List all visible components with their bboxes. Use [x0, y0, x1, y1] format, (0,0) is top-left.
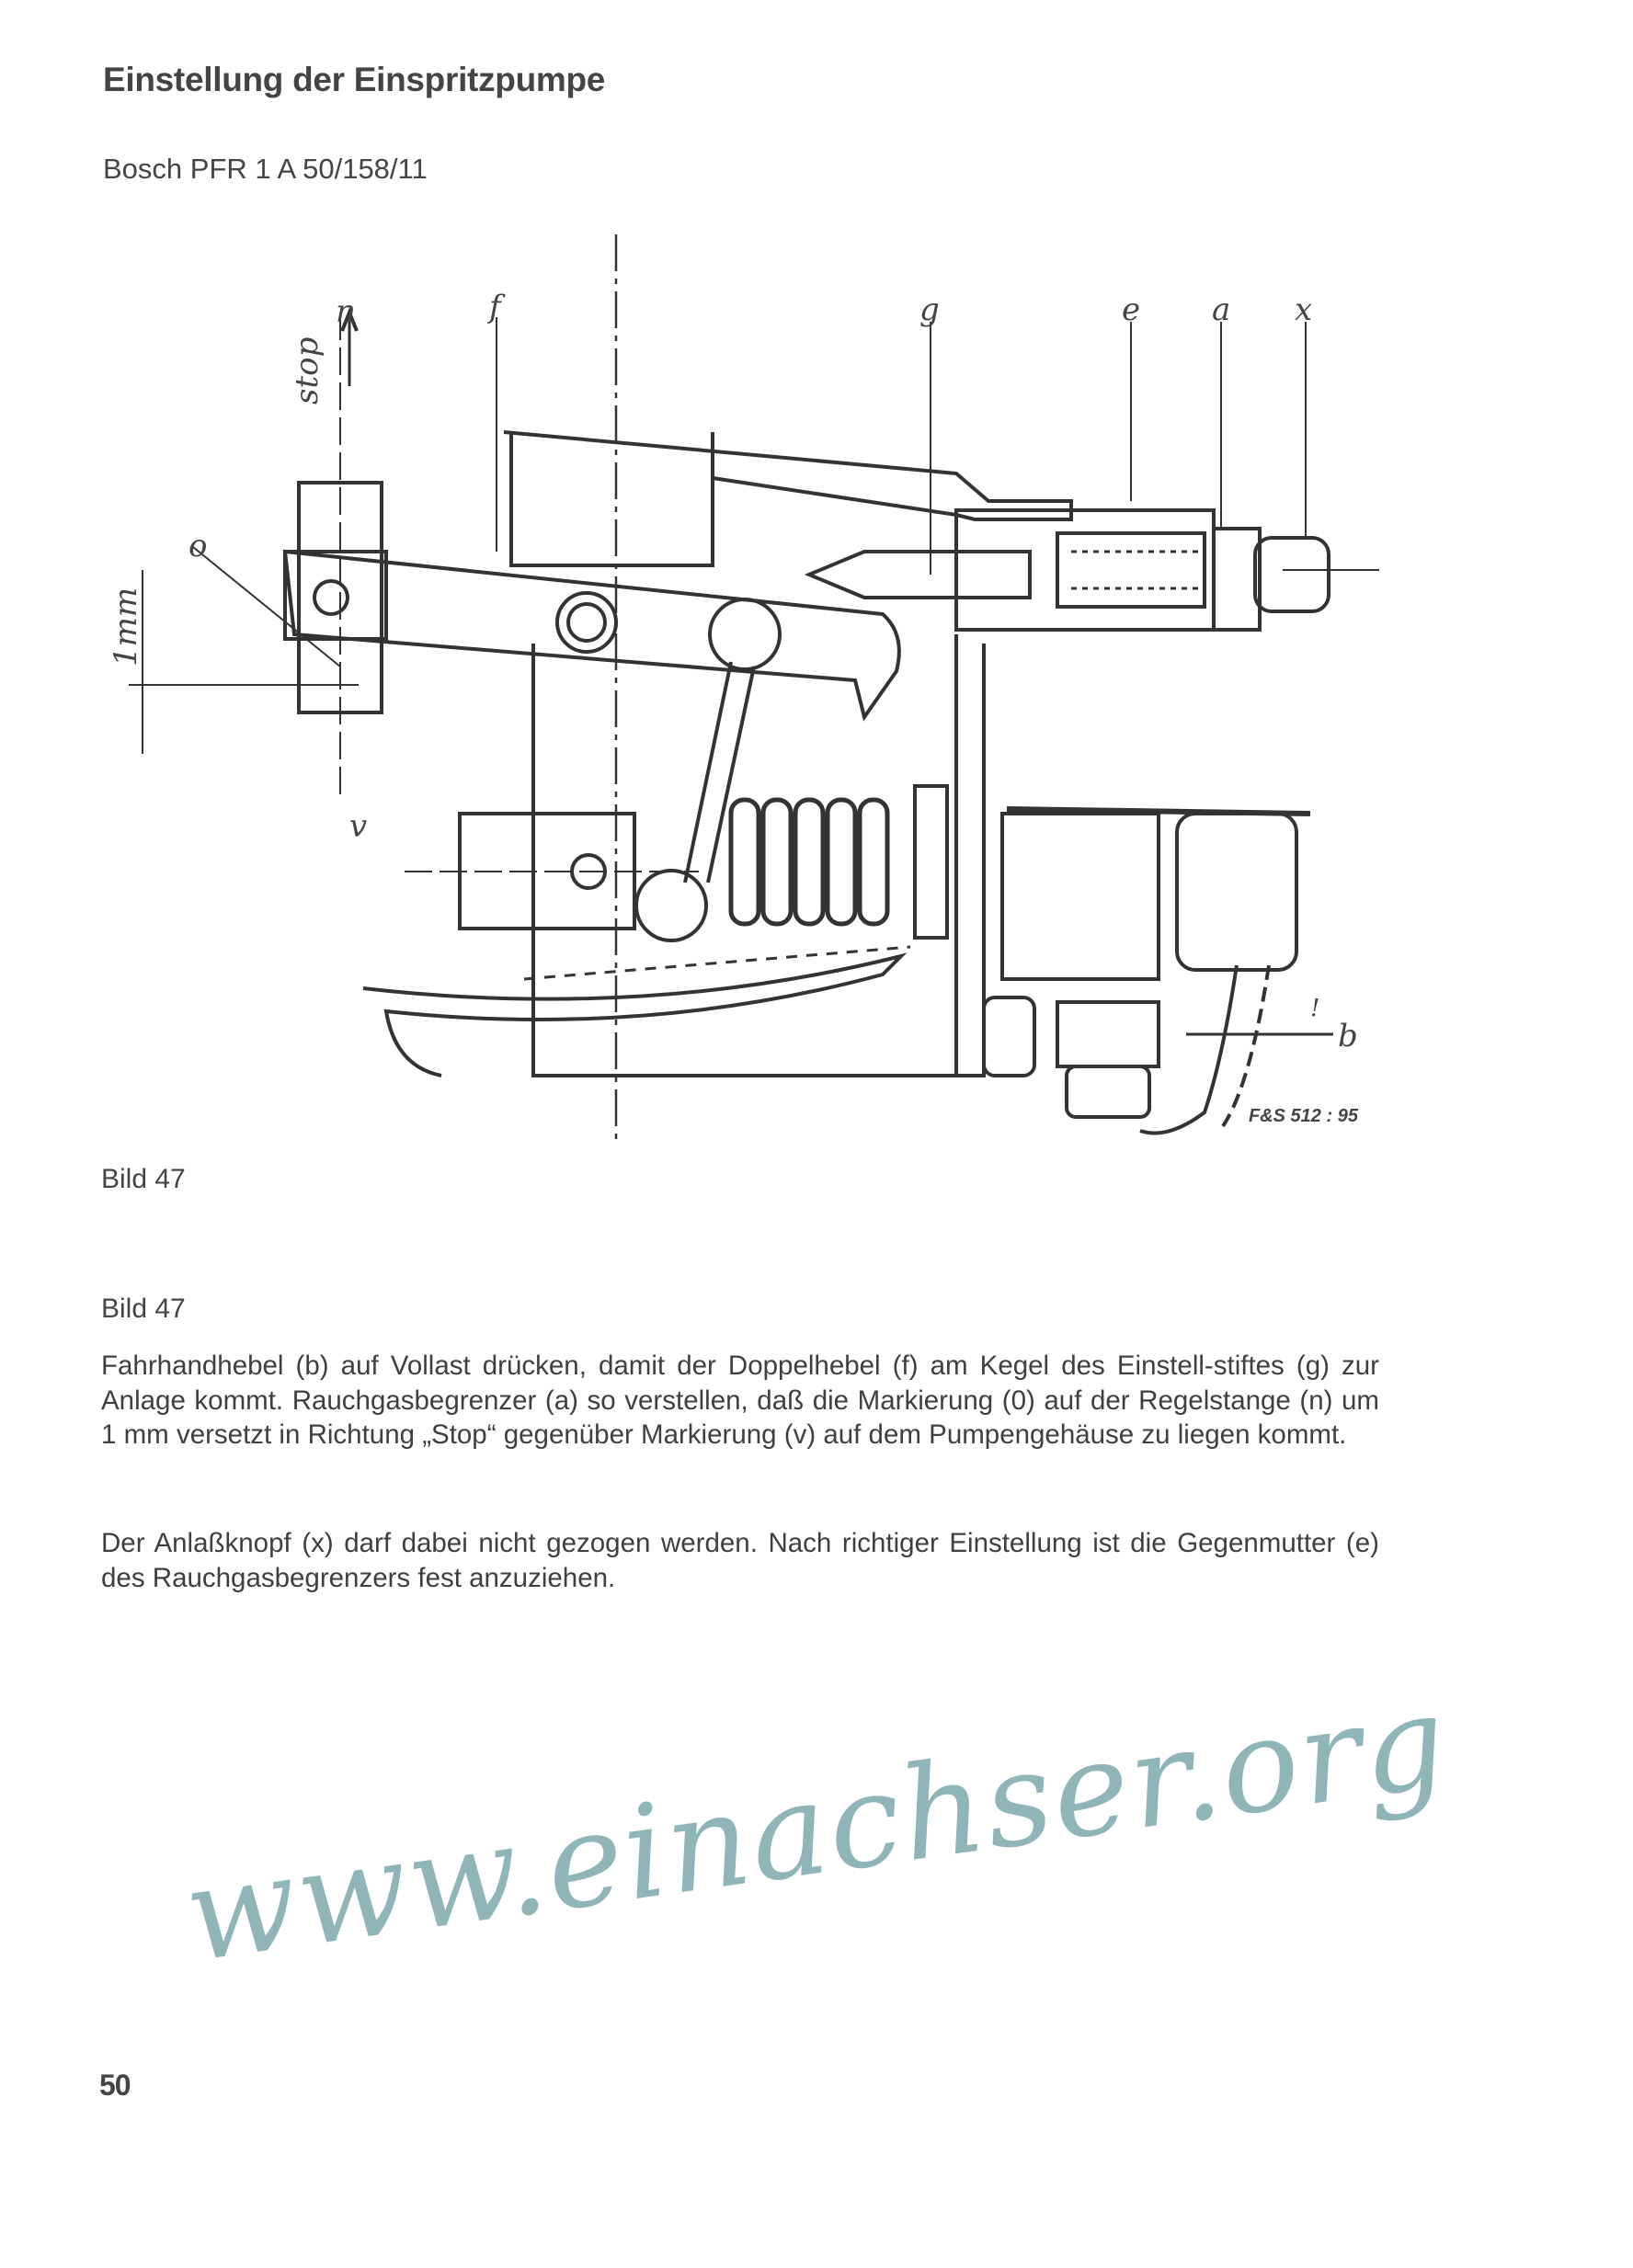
label-b: b: [1338, 1018, 1358, 1054]
base-plate: [362, 952, 908, 1077]
figure-caption: Bild 47: [101, 1164, 186, 1194]
label-stop: stop: [289, 337, 325, 405]
page-number: 50: [99, 2069, 131, 2102]
label-mark: !: [1310, 995, 1319, 1022]
instruction-paragraph-2: Der Anlaßknopf (x) darf dabei nicht gezo…: [101, 1528, 1379, 1593]
label-f: f: [486, 289, 506, 325]
pump-body: [531, 644, 986, 1077]
label-a: a: [1212, 291, 1230, 328]
label-v: v: [349, 808, 367, 845]
figure-caption-repeat: Bild 47: [101, 1294, 186, 1324]
label-e: e: [1122, 291, 1140, 328]
top-housing: [503, 430, 1073, 552]
label-g: g: [919, 291, 940, 328]
figure-code: F&S 512 : 95: [1249, 1106, 1359, 1126]
pump-model: Bosch PFR 1 A 50/158/11: [103, 153, 428, 185]
label-o: o: [188, 528, 207, 564]
page-title: Einstellung der Einspritzpumpe: [103, 61, 606, 98]
cup: [509, 432, 714, 567]
double-lever: [282, 549, 901, 722]
instruction-paragraph-1: Fahrhandhebel (b) auf Vollast drücken, d…: [101, 1351, 1379, 1450]
label-x: x: [1295, 291, 1312, 328]
label-n: n: [336, 293, 356, 330]
label-1mm: 1mm: [108, 587, 144, 667]
